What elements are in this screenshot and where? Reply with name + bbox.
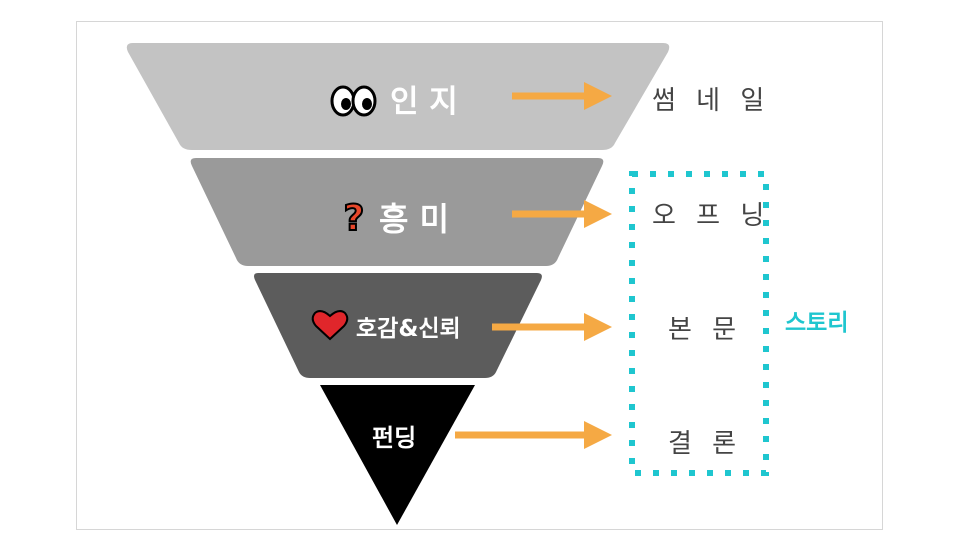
funnel-stage-trust [254, 273, 542, 378]
heart-icon [311, 310, 349, 341]
eyes-icon [330, 85, 377, 117]
destination-conclusion: 결 론 [668, 429, 742, 459]
funnel-stage-awareness [126, 43, 670, 150]
svg-text:?: ? [344, 198, 365, 239]
stage-label-trust: 호감&신뢰 [356, 316, 461, 342]
destination-body: 본 문 [668, 315, 742, 345]
story-group-label: 스토리 [785, 310, 848, 336]
funnel-stage-interest [190, 158, 604, 266]
destination-thumbnail: 썸 네 일 [652, 86, 770, 116]
funnel-stage-funding [320, 385, 475, 525]
diagram-frame [76, 21, 883, 530]
question-mark-icon: ? [343, 197, 366, 240]
destination-opening: 오 프 닝 [652, 201, 770, 231]
stage-label-interest: 흥 미 [379, 200, 449, 238]
stage-label-awareness: 인 지 [390, 84, 458, 120]
stage-label-funding: 펀딩 [372, 424, 416, 452]
